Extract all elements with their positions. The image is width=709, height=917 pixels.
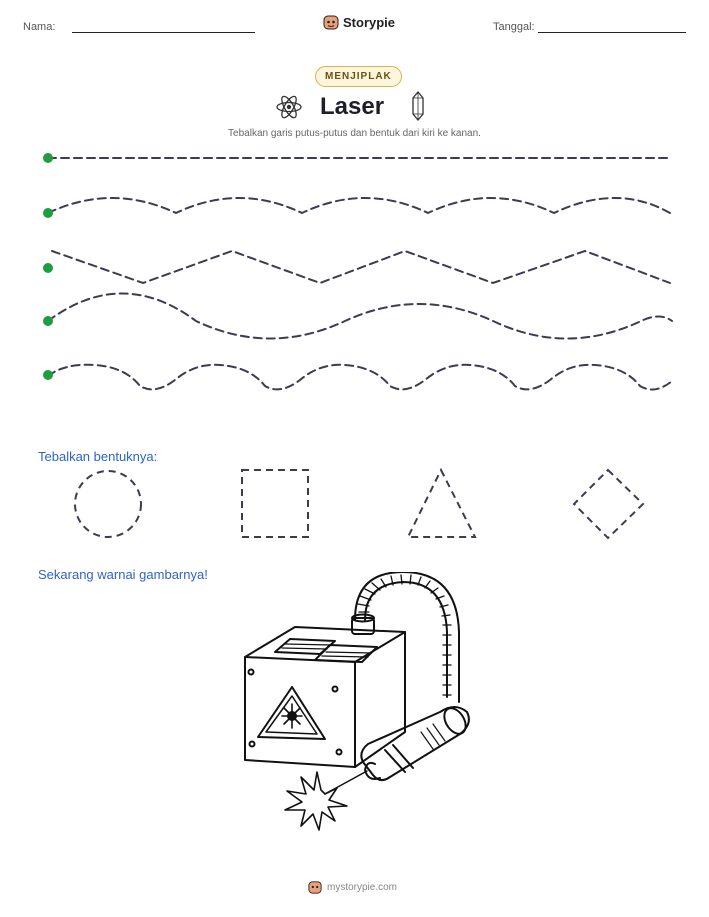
start-dot [43, 316, 53, 326]
name-label: Nama: [23, 21, 56, 33]
trace-line-wave-1[interactable] [47, 197, 671, 215]
trace-circle[interactable] [74, 470, 142, 538]
trace-line-bumps[interactable] [47, 363, 673, 391]
trace-line-zigzag[interactable] [51, 249, 671, 285]
shapes-heading: Tebalkan bentuknya: [38, 449, 158, 464]
date-label: Tanggal: [493, 21, 535, 33]
storypie-logo-icon [308, 881, 322, 894]
trace-lines-area [43, 153, 673, 391]
brand-name: Storypie [343, 14, 396, 30]
storypie-logo-icon [323, 15, 339, 30]
trace-square[interactable] [241, 469, 309, 538]
footer-brand: mystorypie.com [308, 880, 397, 894]
category-badge: MENJIPLAK [315, 66, 402, 87]
instruction-text: Tebalkan garis putus-putus dan bentuk da… [228, 128, 481, 139]
coloring-heading: Sekarang warnai gambarnya! [38, 567, 208, 582]
date-field[interactable] [538, 32, 686, 33]
crystal-icon [412, 91, 424, 121]
laser-machine-illustration[interactable] [235, 572, 485, 847]
start-dot [43, 153, 53, 163]
trace-line-wave-2[interactable] [47, 292, 673, 340]
start-dot [43, 370, 53, 380]
brand-logo: Storypie [323, 14, 395, 30]
start-dot [43, 208, 53, 218]
trace-diamond[interactable] [572, 468, 645, 540]
trace-shapes-area [74, 467, 645, 540]
start-dot [43, 263, 53, 273]
footer-url[interactable]: mystorypie.com [327, 881, 398, 893]
atom-icon [276, 95, 302, 119]
page-title: Laser [320, 93, 385, 120]
name-field[interactable] [72, 32, 255, 33]
trace-triangle[interactable] [406, 467, 477, 538]
